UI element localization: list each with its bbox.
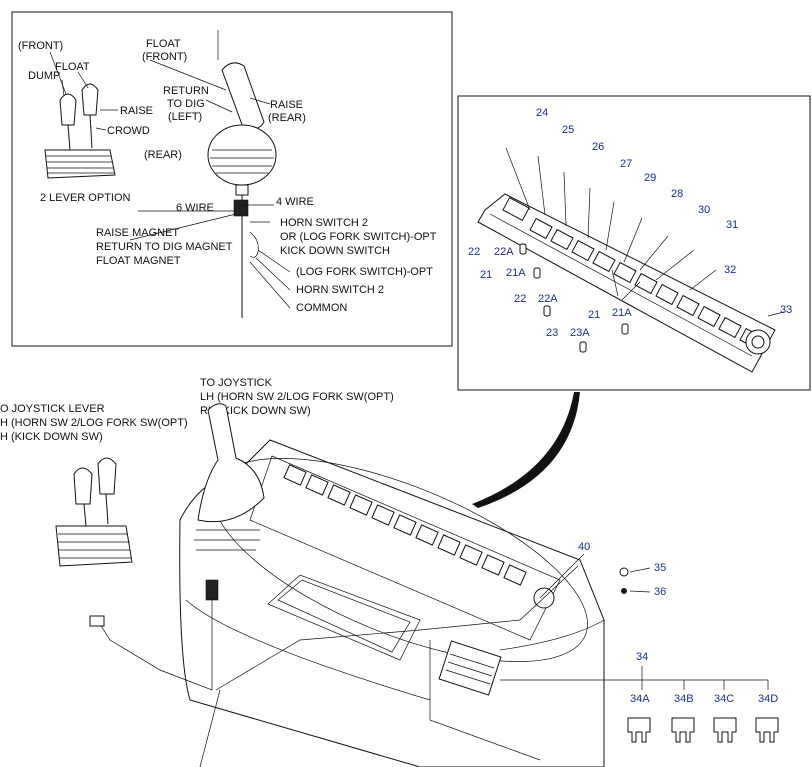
panel-switch: [550, 228, 574, 251]
label-common: COMMON: [296, 302, 347, 314]
label-return-magnet: RETURN TO DIG MAGNET: [96, 241, 233, 253]
callout-32: 32: [724, 264, 736, 276]
console-switch: [459, 544, 483, 566]
fuse-bracket: [600, 666, 769, 690]
two-lever-main-drawing: [55, 457, 133, 567]
callout-36: 36: [654, 586, 666, 598]
callout-23a: 23A: [570, 327, 590, 339]
label-horn-1: HORN SWITCH 2: [280, 217, 368, 229]
label-lh2: H (HORN SW 2/LOG FORK SW(OPT): [0, 417, 188, 429]
callout-24: 24: [536, 107, 548, 119]
console-drawing: [89, 403, 605, 767]
panel-switch: [718, 316, 742, 339]
callout-33: 33: [780, 304, 792, 316]
two-lever-drawing: [44, 51, 118, 179]
panel-switch: [529, 217, 553, 240]
console-switch: [305, 474, 329, 496]
fuse: [627, 717, 651, 743]
callout-26: 26: [592, 141, 604, 153]
label-log-fork: (LOG FORK SWITCH)-OPT: [296, 266, 433, 278]
callout-22a-a: 22A: [494, 246, 514, 258]
label-lh: LH (HORN SW 2/LOG FORK SW(OPT): [200, 391, 394, 403]
label-float-front-1: FLOAT: [146, 38, 181, 50]
label-four-wire: 4 WIRE: [276, 196, 314, 208]
callout-22-a: 22: [468, 246, 480, 258]
label-horn-2: OR (LOG FORK SWITCH)-OPT: [280, 231, 437, 243]
callout-40: 40: [578, 541, 590, 553]
callout-21-a: 21: [480, 269, 492, 281]
label-horn-sw2: HORN SWITCH 2: [296, 284, 384, 296]
label-rear: (REAR): [144, 149, 182, 161]
label-return-1: RETURN: [163, 85, 209, 97]
small-clips: [519, 243, 629, 353]
label-raise-rear-1: RAISE: [270, 99, 303, 111]
console-switch: [371, 504, 395, 526]
callout-34: 34: [636, 651, 648, 663]
console-switch: [437, 534, 461, 556]
label-crowd: CROWD: [107, 125, 150, 137]
panel-switch: [655, 283, 679, 306]
callout-22a-b: 22A: [538, 293, 558, 305]
console-switch: [415, 524, 439, 546]
callout-25: 25: [562, 124, 574, 136]
callout-28: 28: [671, 188, 683, 200]
fuse: [713, 717, 737, 743]
panel-switch: [634, 272, 658, 295]
panel-switch: [613, 261, 637, 284]
panel-switch: [697, 305, 721, 328]
label-to-lever: O JOYSTICK LEVER: [0, 403, 105, 415]
callout-29: 29: [644, 172, 656, 184]
fuse: [755, 717, 779, 743]
callout-34a: 34A: [630, 693, 650, 705]
label-front: (FRONT): [18, 40, 63, 52]
label-two-lever-option: 2 LEVER OPTION: [40, 192, 131, 204]
callout-23: 23: [546, 327, 558, 339]
label-to-joystick: TO JOYSTICK: [200, 377, 273, 389]
callout-31: 31: [726, 219, 738, 231]
panel-switch: [592, 250, 616, 273]
label-raise-magnet: RAISE MAGNET: [96, 227, 179, 239]
console-switch: [481, 554, 505, 576]
label-float-front-2: (FRONT): [142, 51, 187, 63]
label-return-2: TO DIG: [167, 98, 205, 110]
panel-switch: [571, 239, 595, 262]
console-switch: [503, 564, 527, 586]
connector-arrow: [472, 392, 580, 508]
callout-27: 27: [620, 158, 632, 170]
callout-21a-a: 21A: [506, 267, 526, 279]
label-float: FLOAT: [55, 61, 90, 73]
console-switch: [393, 514, 417, 536]
callout-34d: 34D: [758, 693, 778, 705]
callout-21a-b: 21A: [612, 307, 632, 319]
label-six-wire: 6 WIRE: [176, 202, 214, 214]
switch-panel-drawing: [477, 147, 785, 373]
callout-35: 35: [654, 562, 666, 574]
screw-and-washer: [619, 567, 651, 594]
fuse: [671, 717, 695, 743]
callout-34b: 34B: [674, 693, 694, 705]
label-dump: DUMP: [28, 70, 60, 82]
console-switch: [349, 494, 373, 516]
label-float-magnet: FLOAT MAGNET: [96, 255, 181, 267]
label-raise-rear-2: (REAR): [268, 112, 306, 124]
label-return-3: (LEFT): [168, 111, 202, 123]
callout-30: 30: [698, 204, 710, 216]
callout-34c: 34C: [714, 693, 734, 705]
console-switch: [327, 484, 351, 506]
callout-21-b: 21: [588, 309, 600, 321]
console-switch: [283, 464, 307, 486]
single-joystick-drawing: [129, 30, 291, 318]
callout-22-b: 22: [514, 293, 526, 305]
label-horn-3: KICK DOWN SWITCH: [280, 245, 390, 257]
fuses: [627, 717, 779, 743]
label-raise: RAISE: [120, 105, 153, 117]
label-rh2: H (KICK DOWN SW): [0, 431, 103, 443]
panel-switch: [676, 294, 700, 317]
